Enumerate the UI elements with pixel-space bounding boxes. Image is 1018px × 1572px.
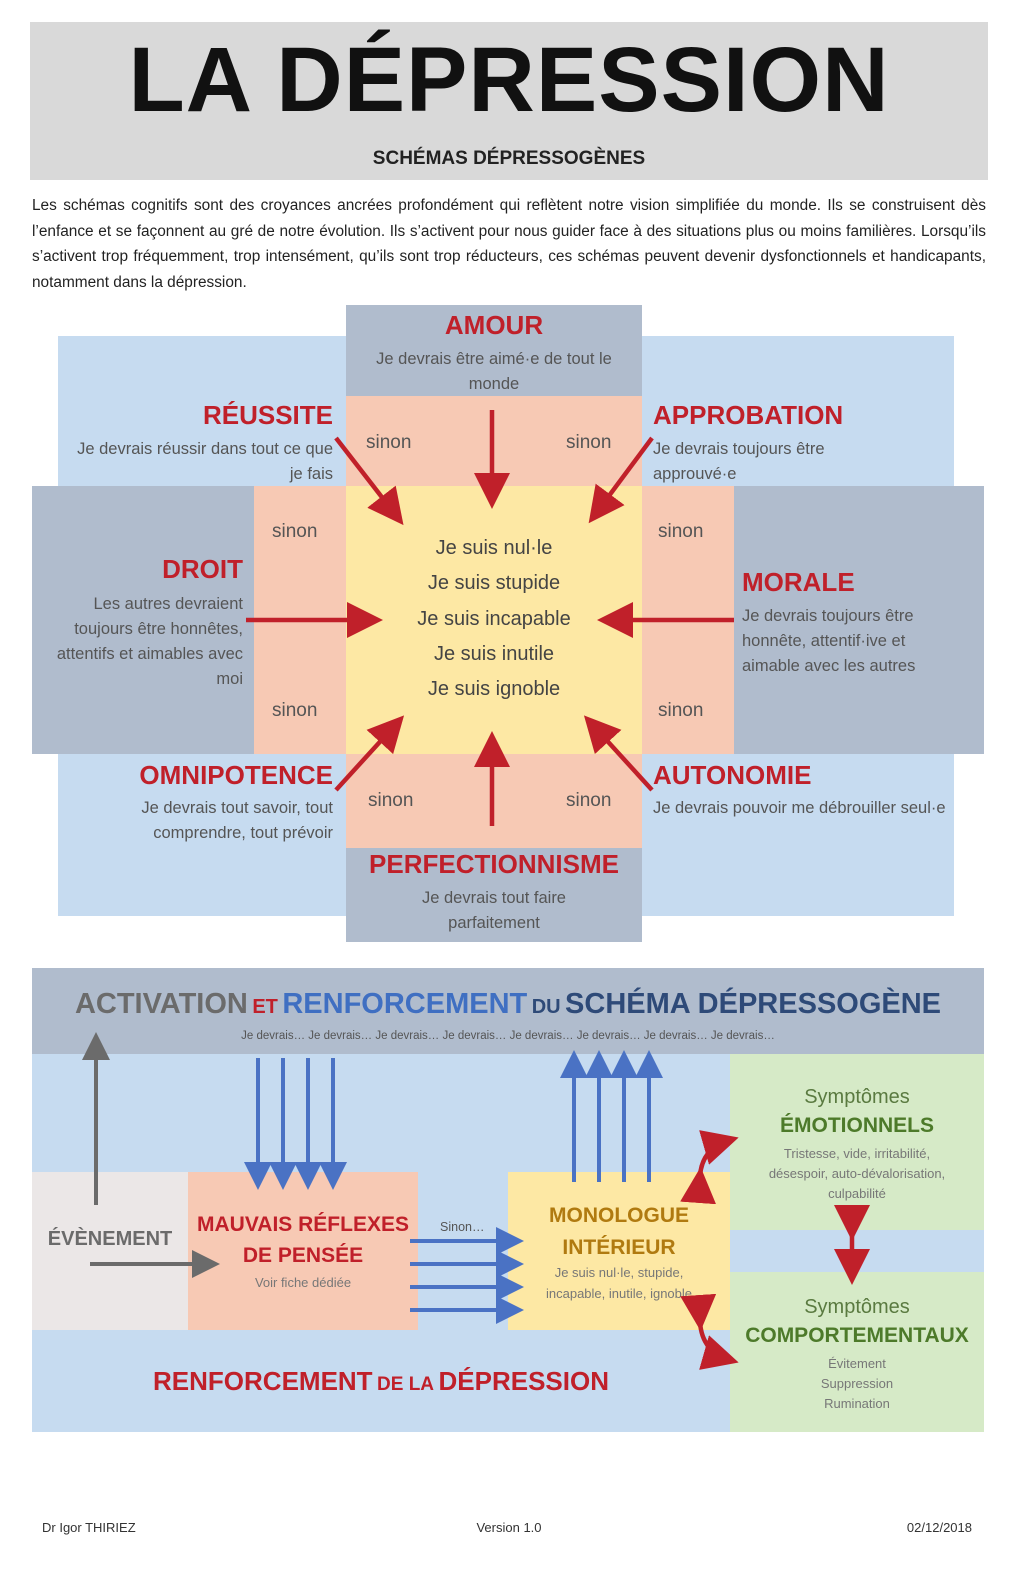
behavioral-symptoms-box	[730, 1272, 984, 1432]
arrow-reussite	[334, 436, 404, 526]
renforcement-depression-de: DE LA	[377, 1374, 435, 1395]
emotional-text-3: culpabilité	[828, 1186, 886, 1201]
behavioral-item: Suppression	[820, 1376, 894, 1391]
schema-morale-title: MORALE	[742, 567, 855, 597]
footer-version: Version 1.0	[476, 1520, 542, 1535]
renforcement-depression-heading: RENFORCEMENT DE LA DÉPRESSION	[32, 1366, 730, 1397]
monologue-text-2: incapable, inutile, ignoble	[546, 1286, 692, 1301]
schema-reussite-text: Je devrais réussir dans tout ce que je f…	[77, 440, 333, 483]
behavioral-item: Rumination	[824, 1396, 890, 1411]
monologue-title-2: INTÉRIEUR	[562, 1236, 676, 1259]
emotional-text-1: Tristesse, vide, irritabilité,	[783, 1146, 931, 1161]
emotional-symptoms-box	[730, 1054, 984, 1230]
monologue-title-1: MONOLOGUE	[549, 1204, 689, 1227]
arrow-curved-behavioral	[680, 1293, 739, 1370]
header-band	[30, 22, 988, 180]
evenement-label: ÉVÈNEMENT	[47, 1228, 173, 1250]
reflexes-title-2: DE PENSÉE	[242, 1244, 364, 1267]
sinon-label: sinon	[272, 521, 318, 542]
evenement-box	[32, 1172, 188, 1330]
activation-band	[32, 968, 984, 1054]
schema-amour-title: AMOUR	[444, 310, 544, 340]
reflexes-note: Voir fiche dédiée	[254, 1275, 352, 1290]
schema-morale-text: Je devrais toujours être honnête, attent…	[742, 607, 916, 675]
schema-word: SCHÉMA DÉPRESSOGÈNE	[565, 988, 942, 1020]
reflexes-box	[188, 1172, 418, 1330]
renforcement-depression-word-1: RENFORCEMENT	[153, 1366, 373, 1396]
arrow-approbation	[588, 436, 654, 524]
page-subtitle: SCHÉMAS DÉPRESSOGÈNES	[372, 148, 646, 169]
core-belief-item: Je suis inutile	[433, 643, 555, 665]
arrow-omnipotence	[334, 715, 405, 792]
activation-word: ACTIVATION	[74, 988, 248, 1020]
schema-autonomie-text: Je devrais pouvoir me débrouiller seul·e	[653, 799, 946, 817]
sinon-label: sinon	[566, 432, 612, 453]
core-beliefs-box	[346, 486, 642, 754]
page-title: LA DÉPRESSION	[128, 29, 890, 131]
sinon-label: sinon	[272, 700, 318, 721]
schema-reussite-title: RÉUSSITE	[202, 400, 333, 430]
schema-omnipotence-text: Je devrais tout savoir, tout comprendre,…	[141, 799, 333, 842]
sinon-label: sinon	[366, 432, 412, 453]
behavioral-item: Évitement	[828, 1356, 886, 1371]
core-belief-item: Je suis stupide	[427, 572, 561, 594]
core-belief-item: Je suis incapable	[417, 608, 571, 630]
sinon-label: sinon	[658, 521, 704, 542]
emotional-text-2: désespoir, auto-dévalorisation,	[768, 1166, 946, 1181]
behavioral-label: Symptômes	[804, 1296, 910, 1318]
intro-paragraph: Les schémas cognitifs sont des croyances…	[32, 197, 986, 291]
schema-droit-text: Les autres devraient toujours être honnê…	[56, 595, 243, 688]
schema-perfectionnisme-text: Je devrais tout faire parfaitement	[422, 889, 566, 932]
du-word: DU	[531, 996, 561, 1018]
behavioral-title: COMPORTEMENTAUX	[745, 1324, 969, 1347]
footer-author: Dr Igor THIRIEZ	[42, 1520, 136, 1535]
schema-amour-text: Je devrais être aimé·e de tout le monde	[376, 350, 612, 393]
schema-omnipotence-title: OMNIPOTENCE	[139, 760, 333, 790]
emotional-label: Symptômes	[804, 1086, 910, 1108]
sinon-label: sinon	[566, 790, 612, 811]
activation-heading: ACTIVATION ET RENFORCEMENT DU SCHÉMA DÉP…	[32, 988, 984, 1021]
schema-approbation-text: Je devrais toujours être approuvé·e	[653, 440, 825, 483]
et-word: ET	[252, 996, 278, 1018]
arrow-curved-emotional	[680, 1130, 739, 1205]
reflexes-title-1: MAUVAIS RÉFLEXES	[197, 1213, 409, 1236]
arrow-autonomie	[583, 715, 654, 792]
renforcement-depression-word-2: DÉPRESSION	[438, 1366, 609, 1396]
footer-date: 02/12/2018	[906, 1520, 972, 1535]
sinon-label: sinon	[368, 790, 414, 811]
core-belief-item: Je suis ignoble	[427, 678, 561, 700]
core-belief-item: Je suis nul·le	[435, 537, 553, 559]
renforcement-word: RENFORCEMENT	[282, 988, 528, 1020]
schema-droit-title: DROIT	[162, 554, 243, 584]
monologue-text-1: Je suis nul·le, stupide,	[554, 1265, 684, 1280]
schema-autonomie-title: AUTONOMIE	[653, 760, 812, 790]
devrais-line: Je devrais… Je devrais… Je devrais… Je d…	[241, 1030, 775, 1042]
emotional-title: ÉMOTIONNELS	[779, 1114, 934, 1137]
schema-approbation-title: APPROBATION	[653, 400, 844, 430]
sinon-label: sinon	[658, 700, 704, 721]
sinon-dots-label: Sinon…	[440, 1220, 485, 1234]
schema-perfectionnisme-title: PERFECTIONNISME	[369, 849, 619, 879]
